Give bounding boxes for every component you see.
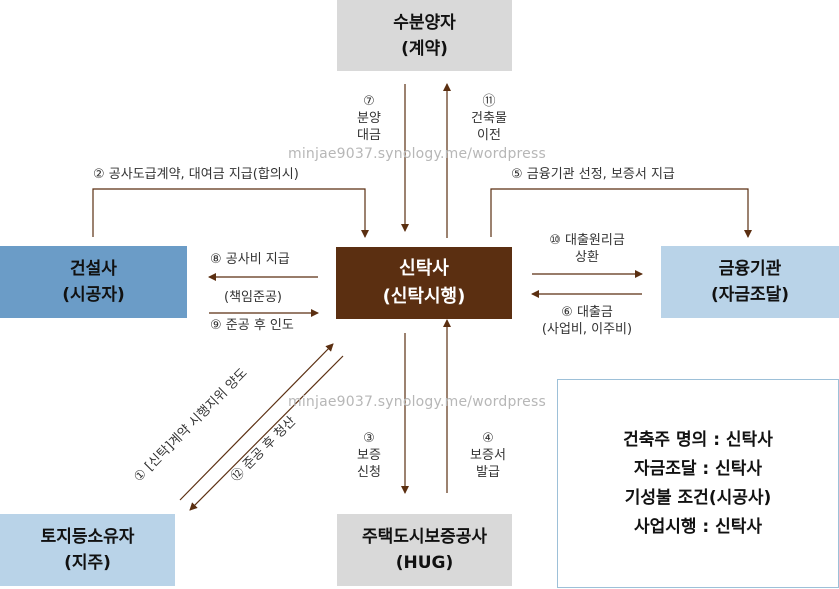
node-hug-sub: (HUG) (395, 553, 454, 573)
node-bank-sub: (자금조달) (710, 285, 790, 305)
label-flow-11-num: ⑪ (482, 94, 496, 109)
node-buyer-sub: (계약) (401, 38, 448, 59)
label-flow-6-b: (사업비, 이주비) (541, 322, 633, 337)
node-hug-title: 주택도시보증공사 (361, 527, 488, 547)
summary-line-payment: 기성불 조건(시공사) (624, 487, 772, 508)
node-trust: 신탁사 (신탁시행) (336, 247, 512, 319)
summary-line-funding: 자금조달 : 신탁사 (633, 458, 763, 479)
node-trust-title: 신탁사 (399, 258, 449, 279)
label-flow-7-l2: 대금 (357, 128, 381, 143)
label-flow-7-num: ⑦ (363, 94, 375, 109)
label-flow-8: ⑧ 공사비 지급 (210, 252, 290, 267)
label-flow-2: ② 공사도급계약, 대여금 지급(합의시) (93, 167, 299, 182)
label-flow-5: ⑤ 금융기관 선정, 보증서 지급 (511, 167, 675, 182)
summary-line-owner: 건축주 명의 : 신탁사 (623, 429, 773, 450)
summary-line-execution: 사업시행 : 신탁사 (633, 516, 763, 537)
label-flow-10: ⑩ 대출원리금 상환 (532, 232, 642, 266)
node-builder: 건설사 (시공자) (0, 246, 187, 318)
arrow-5-bank-selection (490, 188, 752, 238)
summary-box: 건축주 명의 : 신탁사 자금조달 : 신탁사 기성불 조건(시공사) 사업시행… (557, 379, 839, 588)
label-flow-4: ④ 보증서 발급 (463, 430, 513, 481)
node-landowner-title: 토지등소유자 (40, 527, 135, 547)
label-flow-4-num: ④ (482, 431, 494, 446)
node-landowner-sub: (지주) (64, 553, 111, 573)
label-flow-9a: (책임준공) (224, 290, 282, 305)
node-trust-sub: (신탁시행) (382, 286, 466, 307)
watermark-middle: minjae9037.synology.me/wordpress (288, 394, 546, 410)
label-flow-6: ⑥ 대출금 (사업비, 이주비) (522, 304, 652, 338)
label-flow-7-l1: 분양 (357, 111, 381, 126)
label-flow-4-l1: 보증서 (470, 448, 506, 463)
label-flow-9b: ⑨ 준공 후 인도 (210, 318, 294, 333)
label-flow-3: ③ 보증 신청 (352, 430, 386, 481)
node-bank: 금융기관 (자금조달) (661, 246, 839, 318)
node-buyer: 수분양자 (계약) (337, 0, 512, 71)
node-builder-title: 건설사 (70, 259, 117, 279)
node-landowner: 토지등소유자 (지주) (0, 514, 175, 586)
node-hug: 주택도시보증공사 (HUG) (337, 514, 512, 586)
arrow-12-settlement (189, 355, 344, 511)
label-flow-6-a: ⑥ 대출금 (561, 305, 613, 320)
arrow-2-contract (92, 188, 369, 238)
label-flow-3-num: ③ (363, 431, 375, 446)
watermark-top: minjae9037.synology.me/wordpress (288, 146, 546, 162)
label-flow-11-l2: 이전 (477, 128, 501, 143)
arrow-1-assignment (179, 343, 334, 501)
node-builder-sub: (시공자) (62, 285, 125, 305)
node-buyer-title: 수분양자 (393, 12, 456, 33)
label-flow-7: ⑦ 분양 대금 (354, 93, 384, 144)
label-flow-3-l2: 신청 (357, 465, 381, 480)
label-flow-11: ⑪ 건축물 이전 (461, 93, 517, 144)
label-flow-3-l1: 보증 (357, 448, 381, 463)
label-flow-10-b: 상환 (575, 250, 599, 265)
label-flow-11-l1: 건축물 (471, 111, 507, 126)
node-bank-title: 금융기관 (718, 259, 782, 279)
label-flow-4-l2: 발급 (476, 465, 500, 480)
label-flow-10-a: ⑩ 대출원리금 (549, 233, 625, 248)
